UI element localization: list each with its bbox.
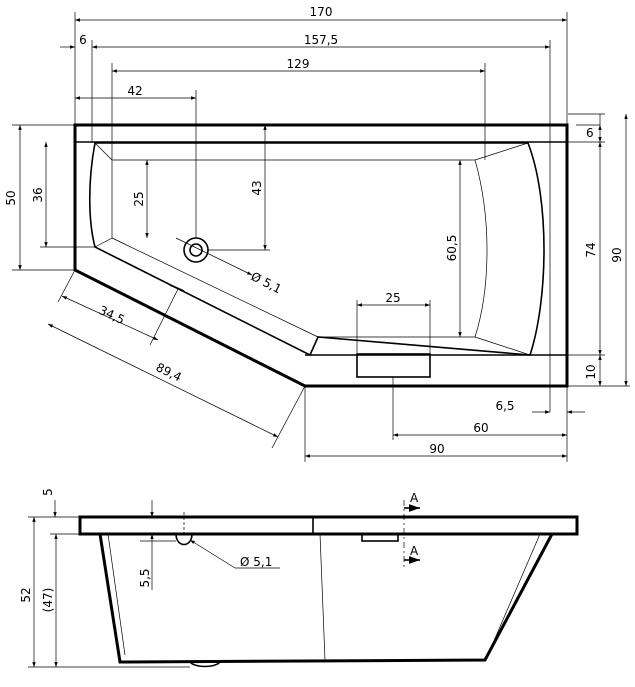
- drain-foot: [189, 661, 221, 668]
- drain-inner: [189, 243, 203, 257]
- dim-rim-thickness: 5: [41, 488, 55, 496]
- dim-drain-diameter: Ø 5,1: [249, 269, 284, 296]
- ext: [57, 269, 76, 303]
- rim-outline: [78, 515, 579, 536]
- front-cutout: [356, 353, 431, 378]
- tub-body-inner: [107, 533, 541, 661]
- dim-drain-y: 25: [132, 191, 146, 206]
- overflow-leader: [189, 539, 236, 569]
- drain-leader: [175, 237, 253, 276]
- dim-diagonal-long: 89,4: [154, 360, 184, 384]
- section-mark-top: A: [410, 491, 419, 505]
- basin-outline: [88, 142, 545, 357]
- dim-overflow-depth: 5,5: [138, 568, 152, 587]
- dim-line: [47, 323, 279, 438]
- dim-basin-length: 129: [287, 57, 310, 71]
- dim-total-length: 170: [310, 5, 333, 19]
- dim-total-height: 52: [19, 587, 33, 602]
- dim-drain-to-front: 43: [250, 180, 264, 195]
- dim-front-width: 90: [429, 442, 444, 456]
- dim-drain-x: 42: [127, 84, 142, 98]
- dim-overflow-diameter: Ø 5,1: [240, 555, 272, 569]
- dim-depth-left: 50: [4, 190, 18, 205]
- dim-rim-top: 6: [586, 126, 594, 140]
- side-view: Ø 5,1 A A 5 52 (47) 5,5: [19, 488, 579, 668]
- overflow-mark: [169, 284, 185, 292]
- dim-right-offset: 6,5: [495, 399, 514, 413]
- drain-outer: [183, 237, 209, 263]
- ext: [271, 385, 306, 449]
- section-mark-bottom: A: [410, 544, 419, 558]
- dim-inner-length: 157,5: [304, 33, 338, 47]
- ext: [149, 288, 179, 346]
- dim-inner-depth: 74: [584, 242, 598, 257]
- dim-inner-height: (47): [41, 588, 55, 613]
- dim-cutout-width: 60: [473, 421, 488, 435]
- cutout-recess: [361, 533, 399, 542]
- top-view: 170 6 157,5 129 42 50 36 25 43 Ø 5,1 60,…: [4, 5, 630, 462]
- tub-body-side: [98, 533, 554, 664]
- dim-total-depth: 90: [610, 247, 624, 262]
- dim-rim-bottom: 10: [584, 364, 598, 379]
- dim-basin-depth: 60,5: [445, 235, 459, 262]
- dim-depth-left-inner: 36: [31, 187, 45, 202]
- overflow-fitting: [175, 533, 193, 546]
- dim-diagonal-short: 34,5: [97, 303, 127, 327]
- dim-seat-width: 25: [385, 291, 400, 305]
- basin-inner-contour: [94, 142, 531, 356]
- dim-wall-offset: 6: [79, 33, 87, 47]
